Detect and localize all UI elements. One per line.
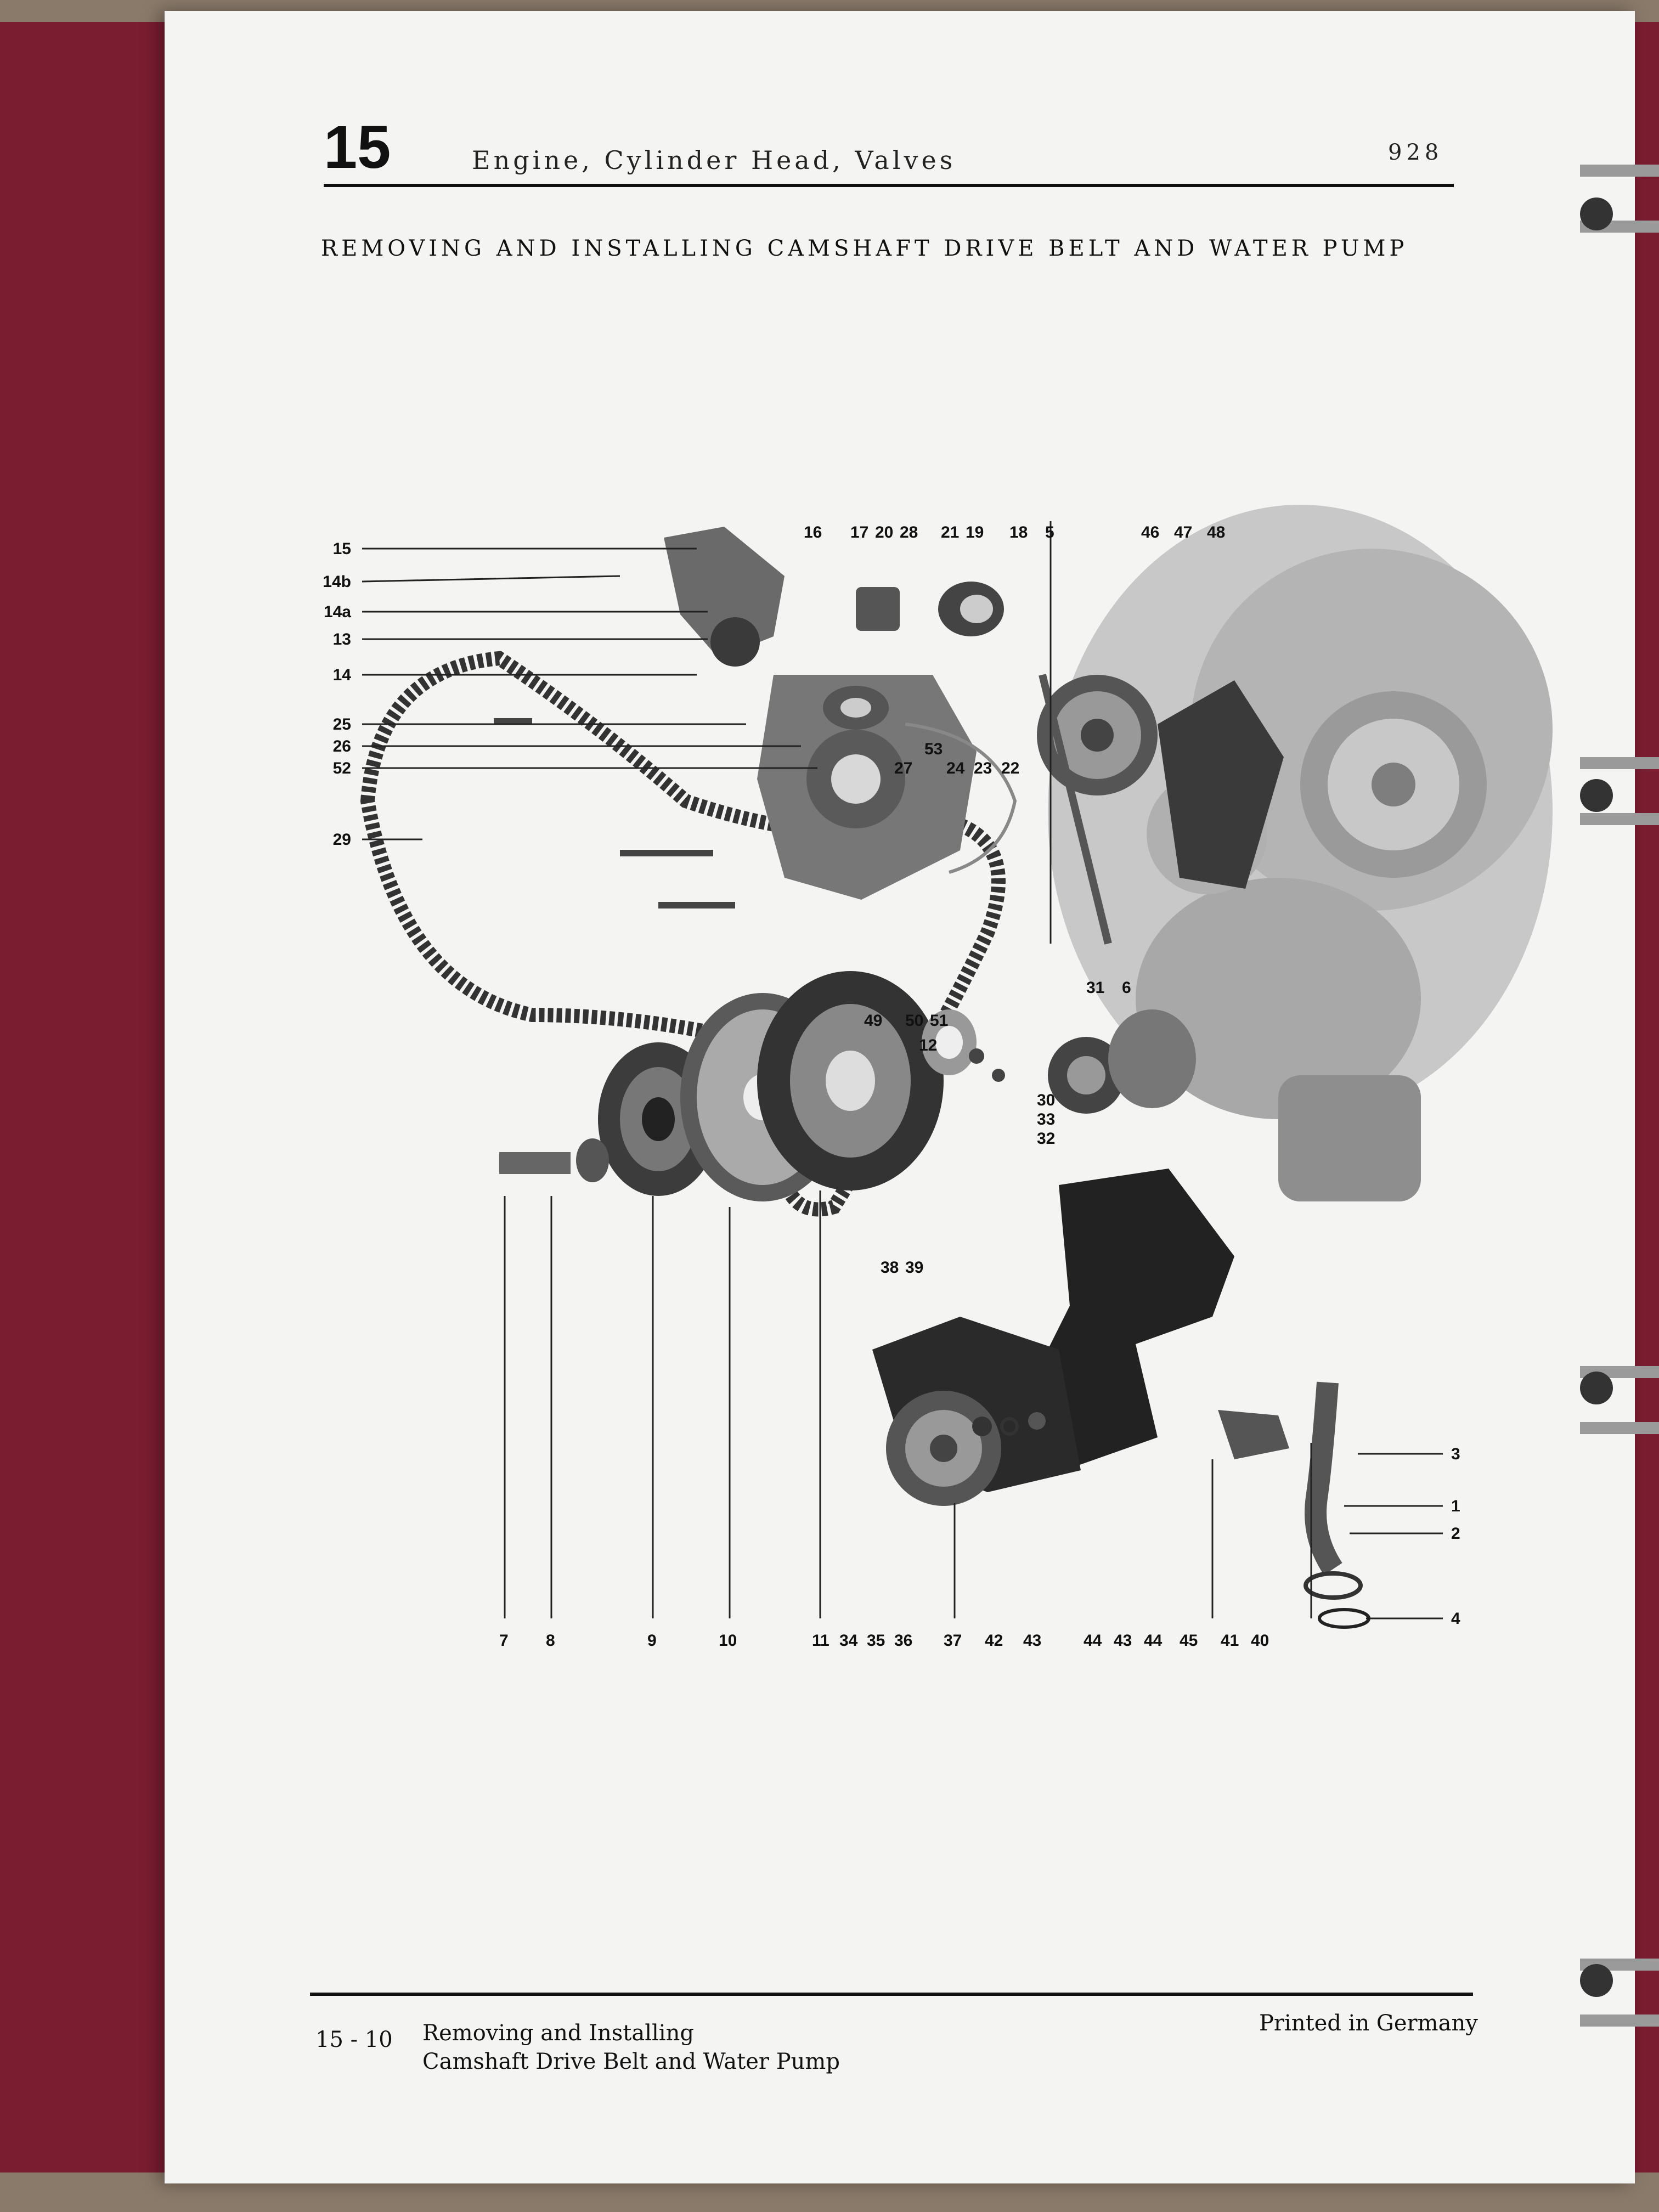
printed-in-label: Printed in Germany bbox=[1259, 2011, 1478, 2036]
callout-30: 30 bbox=[1037, 1091, 1055, 1109]
page-number: 15 - 10 bbox=[315, 2027, 393, 2052]
callout-41: 41 bbox=[1221, 1632, 1239, 1650]
callout-46: 46 bbox=[1141, 523, 1159, 541]
footer-rule bbox=[310, 1993, 1473, 1996]
callout-5: 5 bbox=[1045, 523, 1054, 541]
footer-title-line2: Camshaft Drive Belt and Water Pump bbox=[422, 2049, 840, 2074]
callout-42: 42 bbox=[985, 1632, 1003, 1650]
binder-ring bbox=[1580, 1366, 1659, 1434]
callout-1: 1 bbox=[1451, 1497, 1460, 1515]
callouts-right: 3 1 2 4 bbox=[1451, 1445, 1460, 1628]
callout-31: 31 bbox=[1086, 979, 1104, 997]
callout-19: 19 bbox=[966, 523, 984, 541]
callout-16: 16 bbox=[804, 523, 822, 541]
footer-title-line1: Removing and Installing bbox=[422, 2021, 694, 2046]
callout-14b: 14b bbox=[323, 573, 351, 591]
callout-3: 3 bbox=[1451, 1445, 1460, 1463]
camshaft-sprocket-upper bbox=[1037, 674, 1284, 945]
callout-11: 11 bbox=[812, 1632, 830, 1650]
water-pump bbox=[757, 675, 1017, 900]
callout-18: 18 bbox=[1009, 523, 1028, 541]
callout-6: 6 bbox=[1122, 979, 1131, 997]
binder-ring bbox=[1580, 757, 1659, 825]
callout-44: 44 bbox=[1084, 1632, 1102, 1650]
callout-12: 12 bbox=[919, 1036, 937, 1054]
engine-background bbox=[1048, 505, 1553, 1201]
callout-28: 28 bbox=[900, 523, 918, 541]
callout-25: 25 bbox=[333, 715, 351, 733]
callout-20: 20 bbox=[875, 523, 893, 541]
callout-21: 21 bbox=[941, 523, 959, 541]
callout-8: 8 bbox=[546, 1632, 555, 1650]
section-heading: REMOVING AND INSTALLING CAMSHAFT DRIVE B… bbox=[321, 236, 1408, 261]
callouts-left: 15 14b 14a 13 14 25 26 52 29 bbox=[323, 540, 351, 849]
callout-37: 37 bbox=[944, 1632, 962, 1650]
callout-44b: 44 bbox=[1144, 1632, 1163, 1650]
callout-9: 9 bbox=[647, 1632, 657, 1650]
punch-hole bbox=[1580, 198, 1613, 230]
callout-32: 32 bbox=[1037, 1130, 1055, 1148]
belt-cover-lower bbox=[872, 1169, 1289, 1506]
leader-lines bbox=[362, 521, 1443, 1620]
callout-39: 39 bbox=[905, 1259, 923, 1277]
model-number: 928 bbox=[1388, 140, 1443, 165]
callout-29: 29 bbox=[333, 831, 351, 849]
callouts-middle: 27 24 23 22 53 49 50 51 12 31 6 30 33 32… bbox=[864, 740, 1131, 1277]
callout-36: 36 bbox=[894, 1632, 912, 1650]
callout-27: 27 bbox=[894, 759, 912, 777]
callout-26: 26 bbox=[333, 737, 351, 755]
chapter-number: 15 bbox=[324, 114, 391, 181]
callout-45: 45 bbox=[1180, 1632, 1198, 1650]
footer-title: Removing and Installing Camshaft Drive B… bbox=[422, 2019, 840, 2076]
callout-14a: 14a bbox=[324, 603, 351, 621]
callouts-top: 16 17 20 28 21 19 18 5 46 47 48 bbox=[804, 523, 1225, 541]
chapter-title: Engine, Cylinder Head, Valves bbox=[472, 145, 956, 175]
small-hardware bbox=[494, 718, 1046, 1436]
drive-belt bbox=[360, 651, 1006, 1217]
callout-35: 35 bbox=[867, 1632, 885, 1650]
callout-15: 15 bbox=[333, 540, 351, 558]
callout-13: 13 bbox=[333, 630, 351, 648]
callout-43: 43 bbox=[1023, 1632, 1041, 1650]
callout-43b: 43 bbox=[1114, 1632, 1132, 1650]
callout-22: 22 bbox=[1001, 759, 1019, 777]
callout-48: 48 bbox=[1207, 523, 1225, 541]
punch-hole bbox=[1580, 1372, 1613, 1404]
callout-40: 40 bbox=[1251, 1632, 1269, 1650]
alternator-bracket bbox=[664, 527, 1004, 730]
callout-53: 53 bbox=[924, 740, 943, 758]
callout-2: 2 bbox=[1451, 1525, 1460, 1543]
callout-4: 4 bbox=[1451, 1610, 1460, 1628]
callout-23: 23 bbox=[974, 759, 992, 777]
crankshaft-sprocket bbox=[1048, 1009, 1196, 1114]
callout-33: 33 bbox=[1037, 1110, 1055, 1128]
punch-hole bbox=[1580, 779, 1613, 812]
manual-page: 15 Engine, Cylinder Head, Valves 928 REM… bbox=[165, 11, 1635, 2183]
callout-14: 14 bbox=[333, 666, 352, 684]
callout-38: 38 bbox=[881, 1259, 899, 1277]
callout-7: 7 bbox=[499, 1632, 509, 1650]
callout-52: 52 bbox=[333, 759, 351, 777]
callout-50: 50 bbox=[905, 1012, 923, 1030]
callout-10: 10 bbox=[719, 1632, 737, 1650]
callout-17: 17 bbox=[850, 523, 868, 541]
callout-24: 24 bbox=[946, 759, 965, 777]
crankshaft-pulleys bbox=[499, 971, 977, 1201]
callouts-bottom: 7 8 9 10 11 34 35 36 37 42 43 44 43 44 4… bbox=[499, 1632, 1269, 1650]
callout-34: 34 bbox=[839, 1632, 858, 1650]
callout-47: 47 bbox=[1174, 523, 1192, 541]
callout-51: 51 bbox=[930, 1012, 948, 1030]
callout-49: 49 bbox=[864, 1012, 882, 1030]
water-pipe bbox=[1304, 1381, 1370, 1629]
punch-hole bbox=[1580, 1964, 1613, 1997]
header-rule bbox=[324, 184, 1454, 187]
exploded-view-diagram: 15 14b 14a 13 14 25 26 52 29 16 17 20 28… bbox=[323, 505, 1553, 1650]
